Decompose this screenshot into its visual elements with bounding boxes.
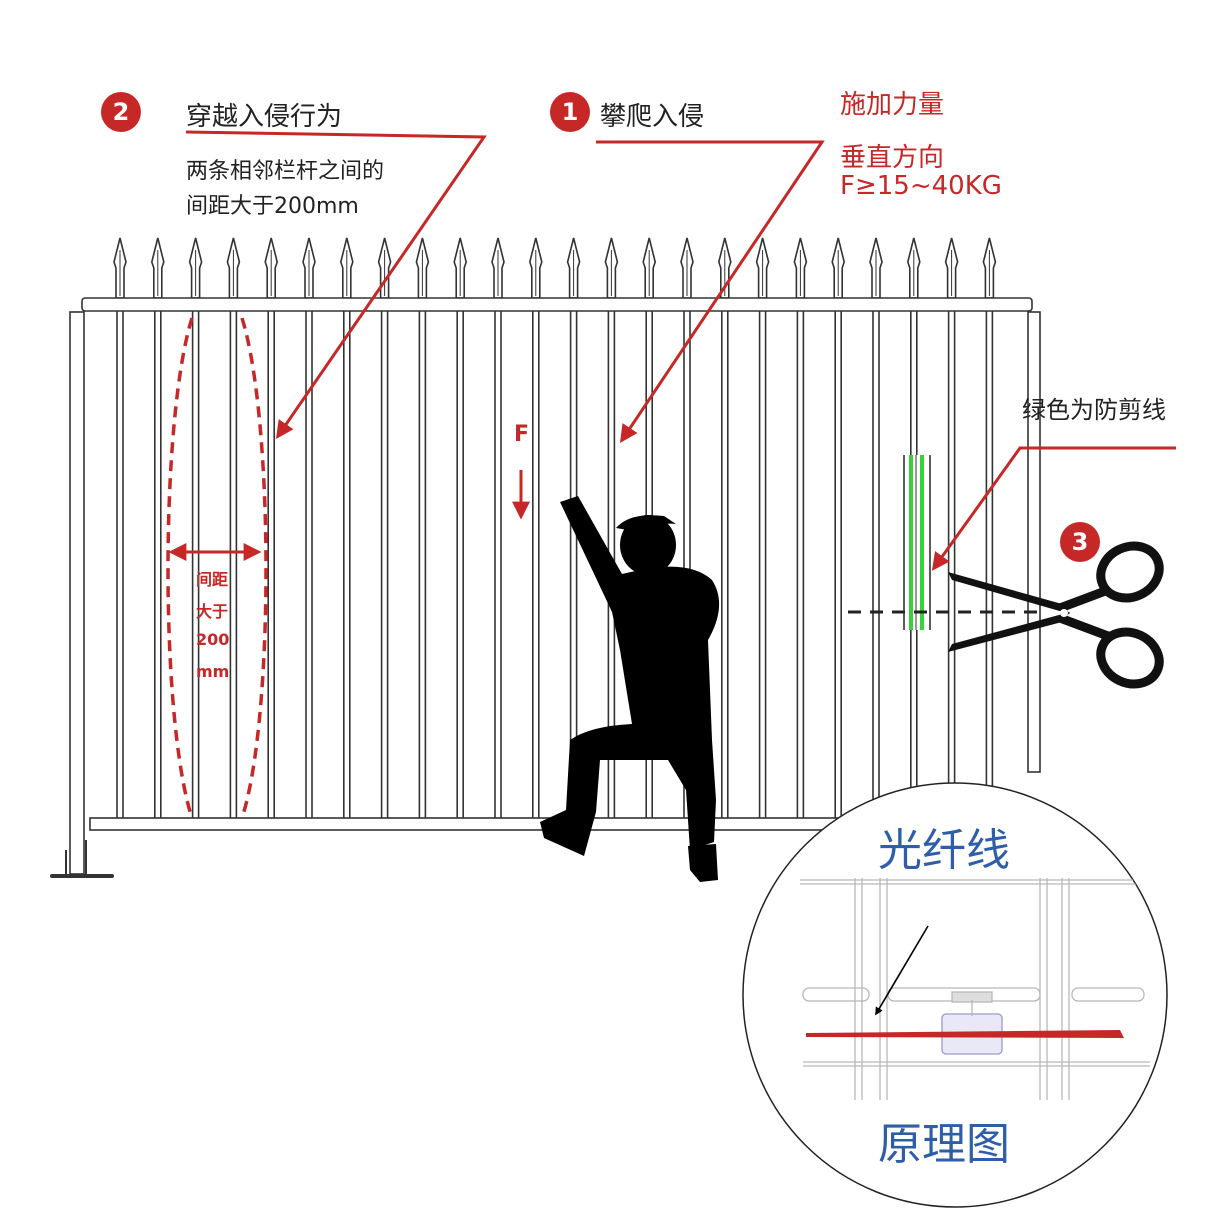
fence-picket — [755, 237, 770, 818]
callout-2-desc-line1: 两条相邻栏杆之间的 — [186, 159, 385, 184]
fence-picket — [339, 237, 354, 818]
anti-cut-wire — [900, 455, 934, 630]
fence-picket — [113, 237, 127, 818]
fence-picket — [415, 237, 430, 818]
fence-picket — [188, 237, 203, 818]
inset-principle-diagram — [742, 782, 1168, 1208]
inset-pointer-arrow — [875, 925, 929, 1016]
fence-picket — [944, 237, 959, 818]
fence-picket — [566, 237, 581, 818]
callout-2-badge: 2 — [101, 92, 141, 132]
fence-picket — [831, 237, 846, 818]
fence-picket — [377, 237, 392, 818]
anti-cut-note: 绿色为防剪线 — [1022, 396, 1166, 424]
climber-silhouette — [540, 496, 720, 882]
fence-picket — [869, 237, 883, 818]
fence-right-post — [1027, 311, 1041, 773]
callout-2-title: 穿越入侵行为 — [186, 102, 343, 132]
fence-left-post — [69, 311, 85, 875]
gap-label-1: 间距 — [196, 570, 229, 589]
scissors-icon — [948, 541, 1164, 689]
fence-picket — [302, 237, 316, 818]
fence — [50, 237, 1041, 878]
fence-picket — [491, 237, 505, 818]
force-label-2: 垂直方向 — [840, 143, 945, 173]
callout-1-badge: 1 — [550, 92, 590, 132]
fence-picket — [264, 237, 279, 818]
gap-ellipses — [166, 317, 268, 819]
fence-top-rail — [81, 297, 1033, 312]
fiber-optic-line — [806, 1030, 1124, 1038]
fence-picket — [226, 237, 241, 818]
inset-subtitle: 原理图 — [878, 1119, 1010, 1170]
force-arrow-label: F — [514, 422, 530, 447]
fence-picket — [453, 237, 468, 818]
fence-pickets — [113, 237, 997, 818]
gap-label-4: mm — [196, 662, 230, 681]
gap-label-3: 200 — [196, 630, 230, 649]
gap-label-2: 大于 — [196, 602, 229, 621]
inset-title: 光纤线 — [878, 825, 1010, 876]
force-label-3: F≥15~40KG — [840, 171, 1002, 201]
fence-picket — [150, 237, 165, 818]
callout-2-desc-line2: 间距大于200mm — [186, 194, 359, 219]
force-label-1: 施加力量 — [840, 90, 945, 120]
fence-picket — [528, 237, 543, 818]
callout-1-title: 攀爬入侵 — [600, 102, 705, 132]
fence-picket — [793, 237, 808, 818]
fence-picket — [717, 237, 732, 818]
callout-3-badge: 3 — [1060, 522, 1100, 562]
leader-lines — [185, 130, 1176, 571]
fence-picket — [982, 237, 997, 818]
